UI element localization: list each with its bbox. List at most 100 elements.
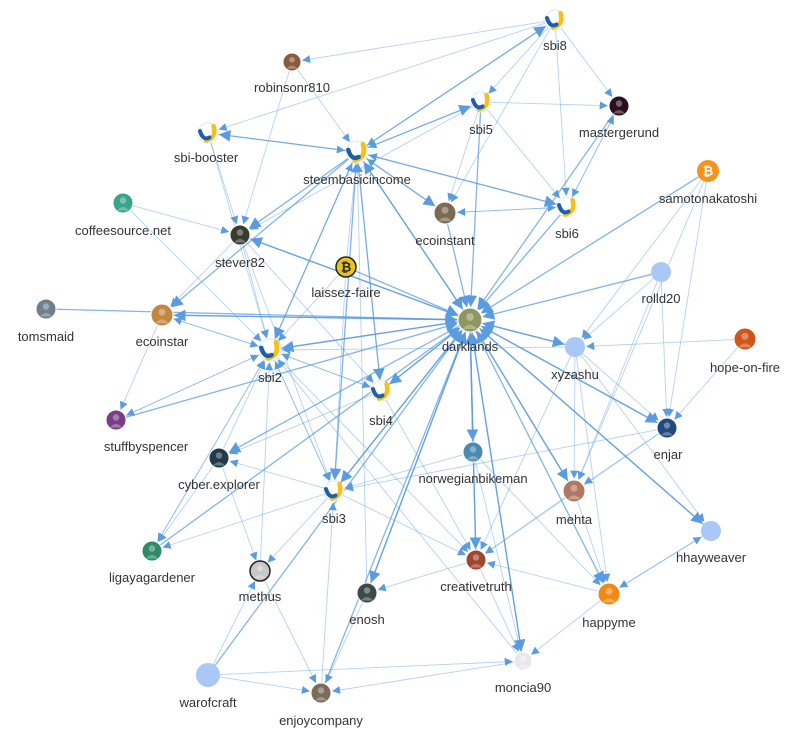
node-stuffbyspencer[interactable]: stuffbyspencer	[104, 409, 189, 454]
node-norwegianbikeman[interactable]: norwegianbikeman	[418, 441, 528, 486]
node-darklands[interactable]: darklands	[442, 307, 499, 354]
node-warofcraft[interactable]: warofcraft	[178, 663, 237, 710]
edges-layer	[55, 21, 739, 694]
edge-xyzashu-to-happyme	[575, 356, 611, 582]
avatar-photo-icon	[597, 582, 621, 606]
node-sbi5[interactable]: sbi5	[469, 91, 493, 137]
edge-stever82-to-sbi4	[246, 242, 374, 383]
edge-rolld20-to-mehta	[577, 281, 658, 480]
edge-darklands-to-stever82	[250, 237, 459, 317]
edge-sbi5-to-mastergerund	[490, 101, 608, 110]
node-label-sbi8: sbi8	[543, 38, 567, 53]
edge-steembasicincome-to-ecoinstant	[365, 157, 436, 207]
node-enjar[interactable]: enjar	[654, 417, 684, 462]
node-xyzashu[interactable]: xyzashu	[551, 337, 599, 382]
edge-coffeesource.net-to-stever82	[132, 205, 230, 234]
node-sbi-booster[interactable]: sbi-booster	[174, 122, 239, 165]
node-rolld20[interactable]: rolld20	[641, 262, 681, 306]
node-mehta[interactable]: mehta	[556, 479, 593, 527]
node-ecoinstant[interactable]: ecoinstant	[415, 201, 475, 248]
default-avatar-icon	[651, 262, 671, 282]
node-label-ligayagardener: ligayagardener	[109, 570, 196, 585]
node-sbi2[interactable]: sbi2	[258, 338, 282, 385]
node-tomsmaid[interactable]: tomsmaid	[18, 298, 74, 344]
node-label-laissez-faire: laissez-faire	[311, 285, 380, 300]
node-hhayweaver[interactable]: hhayweaver	[676, 521, 747, 565]
edge-ecoinstar-to-sbi2	[172, 317, 259, 348]
node-label-enjar: enjar	[654, 447, 684, 462]
node-methus[interactable]: methus	[239, 560, 282, 604]
node-label-warofcraft: warofcraft	[178, 695, 236, 710]
edge-rolld20-to-enjar	[660, 281, 671, 417]
node-ecoinstar[interactable]: ecoinstar	[136, 303, 189, 349]
edge-ecoinstar-to-stuffbyspencer	[120, 324, 158, 410]
edge-laissez-faire-to-sbi3	[330, 276, 346, 480]
edge-sbi5-to-darklands	[465, 111, 482, 308]
node-happyme[interactable]: happyme	[582, 582, 636, 630]
node-coffeesource.net[interactable]: coffeesource.net	[75, 192, 171, 238]
node-hope-on-fire[interactable]: hope-on-fire	[710, 327, 780, 375]
edge-sbi5-to-ecoinstant	[447, 111, 479, 202]
edge-ligayagardener-to-sbi2	[156, 360, 264, 543]
node-cyber.explorer[interactable]: cyber.explorer	[178, 447, 260, 492]
edge-sbi4-to-cyber.explorer	[229, 394, 372, 455]
edge-moncia90-to-enjoycompany	[332, 661, 515, 694]
edge-norwegianbikeman-to-happyme	[479, 458, 601, 586]
edge-norwegianbikeman-to-moncia90	[474, 461, 523, 652]
edge-mehta-to-happyme	[577, 501, 607, 583]
edge-sbi8-to-robinsonr810	[302, 21, 546, 64]
edge-enjoycompany-to-sbi3	[321, 502, 337, 684]
edge-creativetruth-to-moncia90	[479, 568, 519, 652]
edge-enjar-to-darklands	[481, 326, 659, 424]
edge-norwegianbikeman-to-sbi3	[344, 454, 464, 490]
node-ligayagardener[interactable]: ligayagardener	[109, 540, 196, 585]
node-label-stever82: stever82	[215, 255, 265, 270]
edge-sbi-booster-to-stever82	[210, 142, 239, 225]
edge-sbi2-to-darklands	[280, 317, 458, 350]
node-enosh[interactable]: enosh	[349, 582, 385, 627]
edge-laissez-faire-to-sbi2	[278, 274, 340, 342]
edge-cyber.explorer-to-methus	[221, 467, 258, 561]
node-laissez-faire[interactable]: ₿ laissez-faire	[311, 256, 381, 300]
edge-sbi4-to-creativetruth	[385, 399, 471, 551]
edge-ecoinstant-to-steembasicincome	[367, 158, 437, 208]
node-label-steembasicincome: steembasicincome	[303, 172, 411, 187]
node-moncia90[interactable]: moncia90	[495, 651, 551, 695]
node-sbi8[interactable]: sbi8	[543, 9, 567, 53]
avatar-photo-icon	[608, 95, 630, 117]
edge-mehta-to-darklands	[476, 330, 569, 482]
edge-sbi8-to-ecoinstant	[451, 28, 551, 203]
node-creativetruth[interactable]: creativetruth	[440, 549, 512, 594]
sbi-hand-logo-icon	[470, 91, 492, 113]
edge-rolld20-to-darklands	[482, 273, 652, 320]
node-enjoycompany[interactable]: enjoycompany	[279, 682, 363, 728]
avatar-photo-icon	[733, 327, 757, 351]
edge-sbi2-to-ligayagardener	[157, 359, 265, 542]
node-sbi6[interactable]: sbi6	[555, 196, 579, 241]
node-sbi3[interactable]: sbi3	[322, 480, 346, 526]
node-steembasicincome[interactable]: steembasicincome	[303, 140, 411, 187]
node-label-cyber.explorer: cyber.explorer	[178, 477, 260, 492]
edge-happyme-to-hhayweaver	[618, 536, 702, 589]
edge-sbi8-to-sbi-booster	[218, 22, 546, 131]
edge-laissez-faire-to-steembasicincome	[346, 164, 360, 258]
avatar-photo-icon	[433, 201, 457, 225]
node-label-samotonakatoshi: samotonakatoshi	[659, 191, 757, 206]
svg-text:₿: ₿	[341, 261, 352, 276]
edge-ecoinstant-to-darklands	[446, 223, 471, 308]
node-label-hhayweaver: hhayweaver	[676, 550, 747, 565]
edge-rolld20-to-xyzashu	[583, 278, 654, 340]
node-stever82[interactable]: stever82	[215, 224, 265, 270]
edge-sbi2-to-sbi3	[274, 359, 330, 481]
node-robinsonr810[interactable]: robinsonr810	[254, 52, 330, 95]
node-samotonakatoshi[interactable]: ₿samotonakatoshi	[659, 160, 757, 206]
edge-steembasicincome-to-sbi8	[365, 26, 546, 147]
edge-warofcraft-to-methus	[212, 581, 256, 665]
node-label-enosh: enosh	[349, 612, 384, 627]
node-mastergerund[interactable]: mastergerund	[579, 95, 659, 140]
edge-steembasicincome-to-sbi5	[366, 104, 471, 149]
node-label-sbi3: sbi3	[322, 511, 346, 526]
node-sbi4[interactable]: sbi4	[369, 380, 393, 428]
edge-stuffbyspencer-to-darklands	[125, 321, 458, 418]
